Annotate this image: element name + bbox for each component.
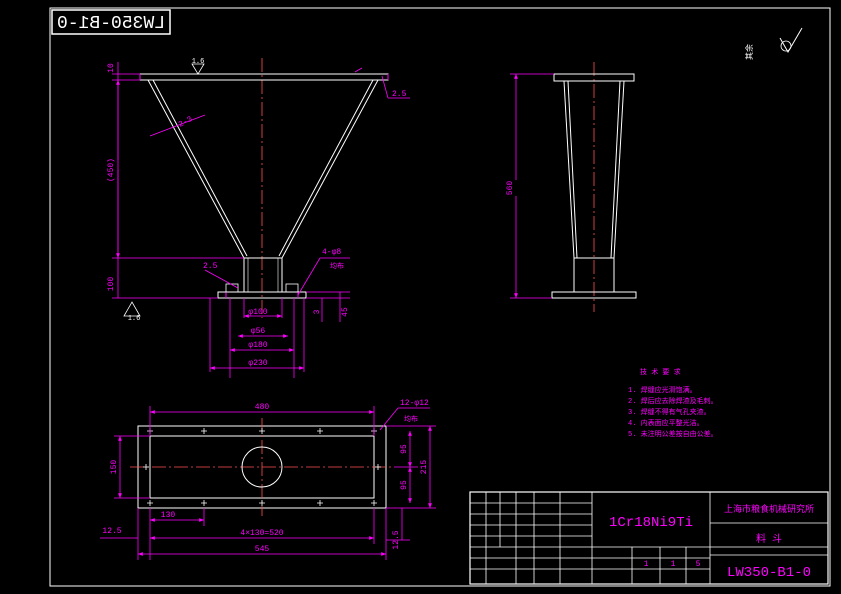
plan-h-215: 215	[420, 460, 429, 475]
header-code: LW350-B1-0	[57, 14, 165, 34]
tech-req-item-1: 1. 焊缝应光滑饱满。	[628, 385, 697, 395]
side-top-flange	[553, 73, 635, 82]
plan-h-95-a: 95	[400, 444, 409, 454]
plan-off-125: 12.5	[102, 527, 121, 536]
title-block-text: 1Cr18Ni9Ti 上海市粮食机械研究所 料 斗 LW350-B1-0 1 1…	[609, 503, 814, 581]
front-view-datum-marks	[123, 63, 205, 317]
plan-view-dimensions	[100, 406, 436, 560]
tech-req-item-3: 3. 焊缝不得有气孔夹渣。	[628, 407, 711, 417]
dim-h-cone: (450)	[107, 158, 116, 182]
bottom-flange	[217, 291, 307, 299]
side-height: 560	[506, 181, 515, 196]
tb-sheet: 1	[644, 560, 649, 569]
dim-d-56: φ56	[251, 327, 266, 336]
tb-company: 上海市粮食机械研究所	[724, 503, 814, 515]
tb-sheets-total: 5	[696, 560, 701, 569]
dim-h-bottom: 100	[107, 277, 116, 292]
plan-w-inner: 480	[255, 403, 270, 412]
cone-right-outer	[281, 79, 379, 259]
dim-holes: 4-φ8	[322, 248, 341, 257]
plan-w-545: 545	[255, 545, 270, 554]
tech-req-item-4: 4. 内表面应平整光洁。	[628, 418, 704, 428]
tech-req-item-5: 5. 未注明公差按自由公差。	[628, 429, 718, 439]
dim-d-180: φ180	[248, 341, 267, 350]
dim-uniform: 均布	[330, 261, 344, 271]
datum-bottom-label: 1.6	[128, 315, 141, 323]
datum-top-label: 1.6	[192, 58, 205, 66]
plan-uniform: 均布	[404, 414, 418, 424]
plan-outlet-circle	[241, 446, 283, 488]
header-code-box: LW350-B1-0	[51, 9, 171, 35]
side-bottom-flange	[551, 291, 637, 299]
plan-w-130: 130	[161, 511, 176, 520]
dim-h-45: 45	[341, 307, 350, 317]
plan-view-dim-text: 480 12-φ12 均布 150 95 95 215 130 4×130=52…	[102, 399, 429, 554]
tb-scale: 1	[671, 560, 676, 569]
roughness-label: 其余	[744, 44, 755, 60]
side-view	[551, 62, 637, 312]
dim-h-top: 10	[107, 63, 116, 73]
dim-h-3: 3	[313, 309, 322, 314]
tech-req-item-2: 2. 焊后应去除焊渣及毛刺。	[628, 396, 718, 406]
front-view	[139, 58, 389, 318]
title-block	[469, 491, 829, 585]
plan-h-95-b: 95	[400, 480, 409, 490]
frame-border	[49, 7, 831, 587]
cone-left-outer	[147, 79, 245, 259]
plan-h-125: 12.5	[392, 530, 401, 549]
dim-t-left: 2.5	[203, 262, 218, 271]
cone-right-inner	[278, 79, 374, 257]
tb-part-name: 料 斗	[756, 532, 782, 546]
roughness-symbol: 其余	[744, 27, 803, 60]
tb-drawing-no: LW350-B1-0	[727, 565, 811, 581]
cone-left-inner	[152, 79, 248, 257]
front-view-dimensions	[112, 62, 410, 378]
plan-w-pitch: 4×130=520	[240, 529, 283, 538]
dim-t-right: 2.5	[392, 90, 407, 99]
tech-requirements: 技 术 要 求 1. 焊缝应光滑饱满。 2. 焊后应去除焊渣及毛刺。 3. 焊缝…	[628, 367, 718, 439]
plan-h-150: 150	[110, 460, 119, 475]
tb-material: 1Cr18Ni9Ti	[609, 515, 693, 531]
tech-req-title: 技 术 要 求	[640, 367, 681, 377]
dim-d-230: φ230	[248, 359, 267, 368]
side-view-dimensions	[510, 73, 554, 299]
dim-d-inner: φ100	[248, 308, 267, 317]
plan-holes: 12-φ12	[400, 399, 429, 408]
